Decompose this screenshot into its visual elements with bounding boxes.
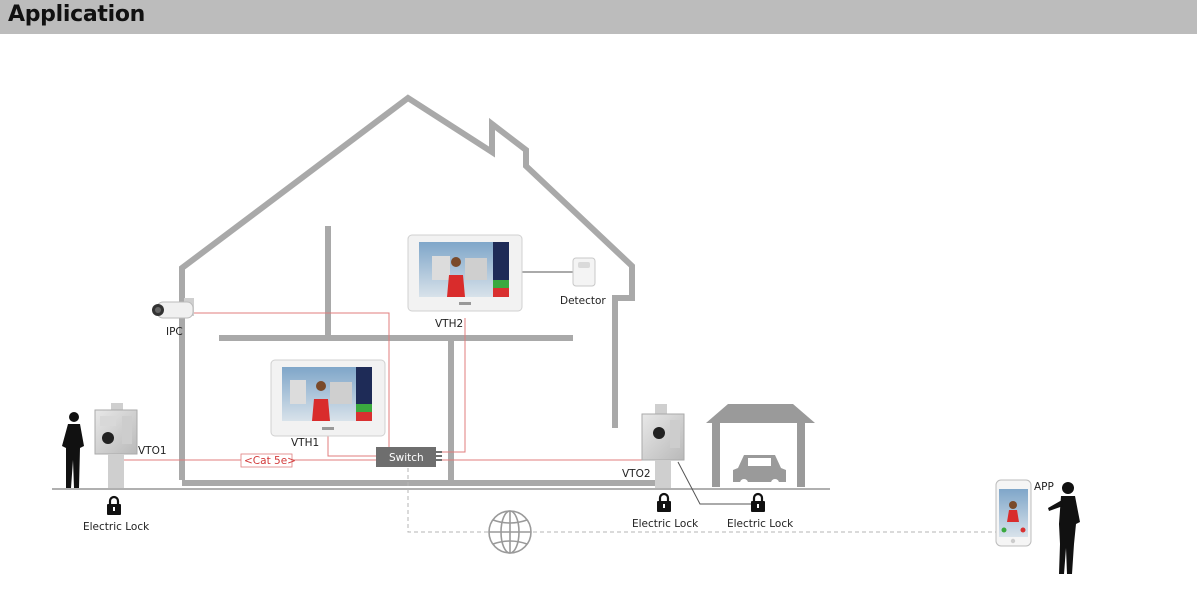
detector-label: Detector [560, 295, 606, 307]
globe-icon [488, 510, 532, 554]
app-label: APP [1034, 481, 1054, 493]
switch-label: Switch [389, 452, 424, 464]
page-title: Application [8, 2, 146, 27]
lock-icon [655, 492, 673, 514]
cable-label: <Cat 5e> [244, 455, 296, 467]
house-outline [179, 94, 635, 480]
garage [706, 404, 815, 487]
phone-icon[interactable] [995, 479, 1032, 547]
vto1-label: VTO1 [138, 445, 167, 457]
network-lines [407, 468, 998, 533]
cat5e-cables [123, 312, 656, 461]
floor [182, 480, 655, 486]
vth1-monitor-icon[interactable] [270, 359, 386, 437]
motion-sensor-icon[interactable] [572, 257, 596, 287]
vth1-label: VTH1 [291, 437, 319, 449]
vth2-monitor-icon[interactable] [407, 234, 523, 312]
lock-left-label: Electric Lock [83, 521, 150, 533]
vto2-door-station-icon[interactable] [641, 404, 685, 488]
camera-icon[interactable] [152, 298, 194, 319]
lock-mid-label: Electric Lock [632, 518, 699, 530]
cable-label-box: <Cat 5e> [240, 453, 296, 468]
vth2-label: VTH2 [435, 318, 463, 330]
ipc-label: IPC [166, 326, 183, 338]
header-bar: Application [0, 0, 1197, 34]
person-silhouette-icon [62, 412, 84, 488]
person-silhouette-icon [1048, 482, 1080, 574]
lock-wiring [677, 461, 752, 505]
application-diagram: Switch <Cat 5e> IPC VTH2 Detector [52, 94, 1080, 574]
lock-icon [105, 495, 123, 517]
interior-walls [219, 226, 573, 482]
vto1-door-station-icon[interactable] [94, 403, 138, 488]
car-icon [733, 455, 786, 487]
lock-icon [749, 492, 767, 514]
lock-right-label: Electric Lock [727, 518, 794, 530]
network-switch[interactable]: Switch [376, 447, 442, 467]
vto2-label: VTO2 [622, 468, 651, 480]
